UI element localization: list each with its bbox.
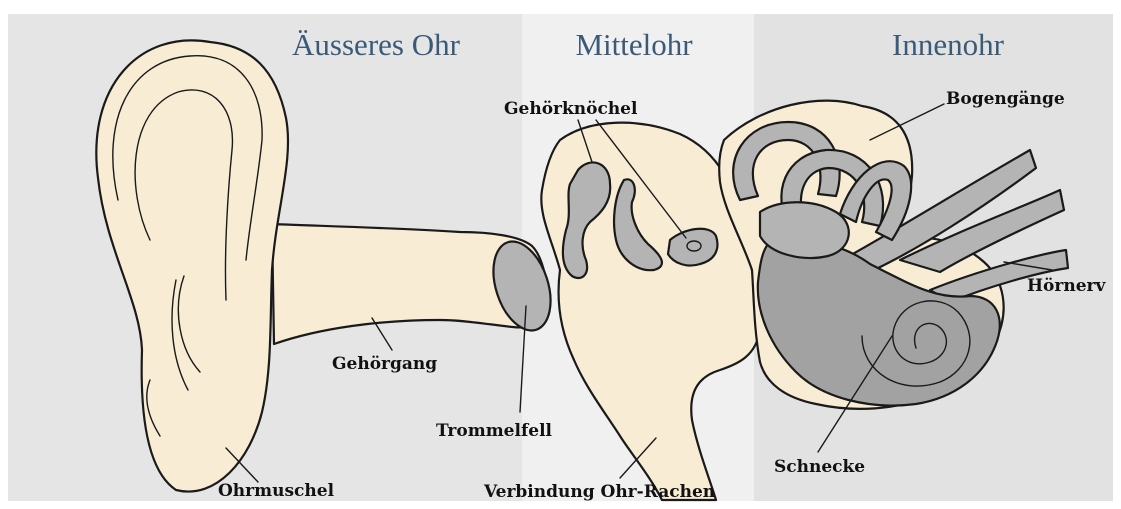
label-hoernerv: Hörnerv [1027, 276, 1106, 296]
label-trommelfell: Trommelfell [436, 421, 553, 441]
region-title-middle-ear: Mittelohr [575, 27, 693, 62]
label-ohrmuschel: Ohrmuschel [218, 481, 335, 501]
vestibule-shape [760, 202, 849, 258]
label-bogengaenge: Bogengänge [946, 89, 1065, 109]
label-gehoerknoechel: Gehörknöchel [504, 99, 638, 119]
label-schnecke: Schnecke [774, 457, 865, 477]
label-verbindung: Verbindung Ohr-Rachen [483, 482, 715, 502]
region-title-inner-ear: Innenohr [892, 27, 1005, 62]
label-gehoergang: Gehörgang [332, 354, 437, 374]
region-title-outer-ear: Äusseres Ohr [292, 27, 461, 62]
